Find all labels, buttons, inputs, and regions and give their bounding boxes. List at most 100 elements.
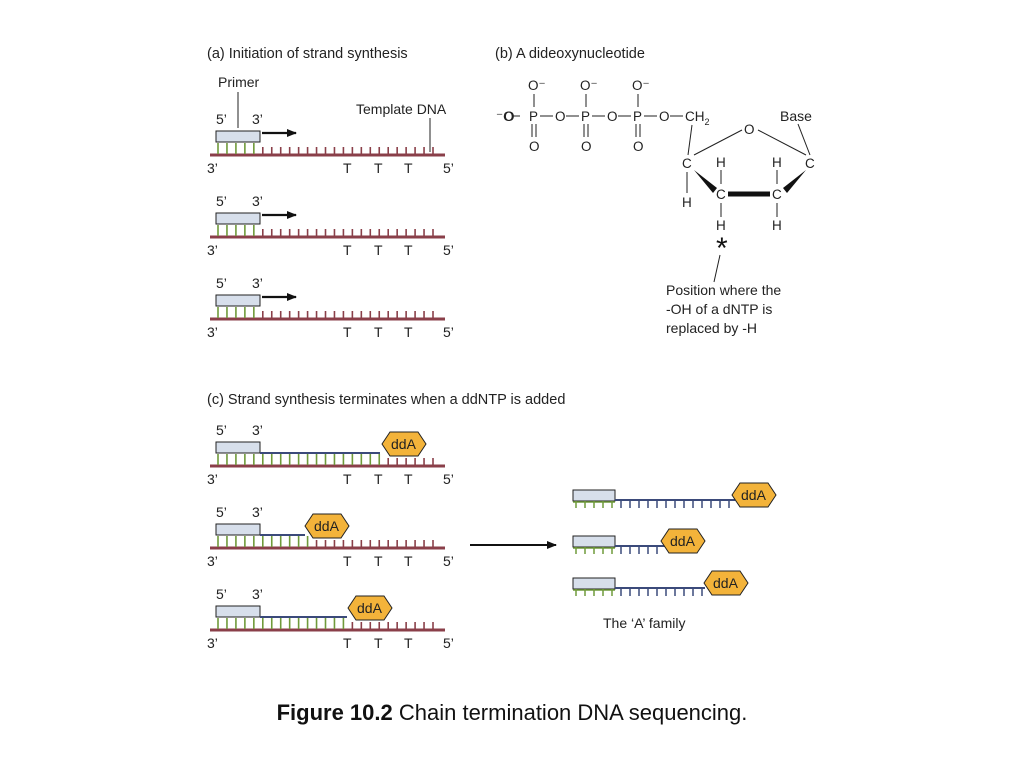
dda-terminator: ddA	[347, 595, 393, 621]
h-c2-top: H	[772, 155, 782, 170]
dda-hexagon	[304, 513, 350, 539]
phosphate-1-o-minus: O⁻	[528, 78, 546, 93]
primer-block	[215, 294, 261, 307]
ch2-group: CH2	[685, 109, 710, 127]
o-double-1: O	[529, 139, 540, 154]
strand-end-5prime: 5’	[443, 160, 454, 176]
primer-3prime: 3’	[252, 275, 263, 291]
primer-5prime: 5’	[216, 111, 227, 127]
primer-3prime: 3’	[252, 422, 263, 438]
caption-text: Chain termination DNA sequencing.	[392, 700, 748, 725]
c3-prime: C	[716, 187, 726, 202]
panel-a-title: (a) Initiation of strand synthesis	[207, 46, 408, 62]
panel-c-title: (c) Strand synthesis terminates when a d…	[207, 392, 565, 408]
dda-label: ddA	[357, 600, 383, 616]
base-t: T	[404, 160, 413, 176]
base-t: T	[404, 635, 413, 651]
base-t: T	[343, 471, 352, 487]
primer-5prime: 5’	[216, 193, 227, 209]
base-t: T	[374, 324, 383, 340]
primer-label: Primer	[218, 74, 260, 90]
base-t: T	[404, 242, 413, 258]
caption-figure-number: Figure 10.2	[276, 700, 393, 725]
base-t: T	[374, 242, 383, 258]
dda-hexagon	[660, 528, 706, 554]
base-t: T	[404, 471, 413, 487]
fragment-primer	[572, 489, 616, 502]
note-line-2: -OH of a dNTP is	[666, 301, 772, 317]
terminated-fragment: ddA	[572, 482, 777, 508]
o-bridge-3: O	[659, 109, 670, 124]
o-1: O	[504, 109, 515, 124]
base-t: T	[343, 160, 352, 176]
dda-terminator: ddA	[304, 513, 350, 539]
primer-block	[215, 130, 261, 143]
p-2: P	[581, 109, 590, 124]
primer-block	[215, 212, 261, 225]
dda-hexagon	[731, 482, 777, 508]
base-t: T	[404, 553, 413, 569]
primer-3prime: 3’	[252, 193, 263, 209]
primer-block	[215, 523, 261, 536]
o-bridge-1: O	[555, 109, 566, 124]
phosphate-2-o-minus: O⁻	[580, 78, 598, 93]
h-c3-bottom: H	[716, 218, 726, 233]
dda-label: ddA	[314, 518, 340, 534]
base-t: T	[374, 635, 383, 651]
primer-5prime: 5’	[216, 586, 227, 602]
strand-end-3prime: 3’	[207, 471, 218, 487]
strand-end-3prime: 3’	[207, 553, 218, 569]
primer-block	[215, 605, 261, 618]
base-t: T	[343, 635, 352, 651]
phosphate-3-o-minus: O⁻	[632, 78, 650, 93]
o-bridge-2: O	[607, 109, 618, 124]
fragment-primer	[572, 535, 616, 548]
strand-end-5prime: 5’	[443, 324, 454, 340]
a-family-fragments: ddA ddA ddA	[572, 482, 777, 596]
primer-5prime: 5’	[216, 275, 227, 291]
p-3: P	[633, 109, 642, 124]
c1-prime: C	[805, 156, 815, 171]
template-dna-label: Template DNA	[356, 101, 447, 117]
base-label: Base	[780, 108, 812, 124]
panel-b-title: (b) A dideoxynucleotide	[495, 46, 645, 62]
fragment-primer	[572, 577, 616, 590]
base-t: T	[343, 553, 352, 569]
primer-block	[215, 441, 261, 454]
dda-terminator: ddA	[381, 431, 427, 457]
dideoxynucleotide-structure: O⁻ O⁻ O⁻ ⁻O O P O P O P O CH2 O O O	[496, 78, 815, 336]
note-line-3: replaced by -H	[666, 320, 757, 336]
h-c3-top: H	[716, 155, 726, 170]
h-c2-bottom: H	[772, 218, 782, 233]
primer-5prime: 5’	[216, 504, 227, 520]
dda-terminator: ddA	[660, 528, 706, 554]
dda-hexagon	[381, 431, 427, 457]
base-t: T	[374, 553, 383, 569]
strand-end-5prime: 5’	[443, 471, 454, 487]
primer-3prime: 3’	[252, 111, 263, 127]
ring-oxygen: O	[744, 122, 755, 137]
c4-prime: C	[682, 156, 692, 171]
strand-end-5prime: 5’	[443, 553, 454, 569]
dda-label: ddA	[670, 533, 696, 549]
figure-caption: Figure 10.2 Chain termination DNA sequen…	[0, 700, 1024, 726]
c2-prime: C	[772, 187, 782, 202]
dda-terminator: ddA	[731, 482, 777, 508]
base-t: T	[374, 471, 383, 487]
primer-3prime: 3’	[252, 586, 263, 602]
p-1: P	[529, 109, 538, 124]
note-line-1: Position where the	[666, 282, 781, 298]
o-double-2: O	[581, 139, 592, 154]
dda-terminator: ddA	[703, 570, 749, 596]
terminal-o-minus: ⁻O	[496, 109, 514, 124]
asterisk-marker: *	[716, 232, 728, 265]
strand-end-5prime: 5’	[443, 635, 454, 651]
